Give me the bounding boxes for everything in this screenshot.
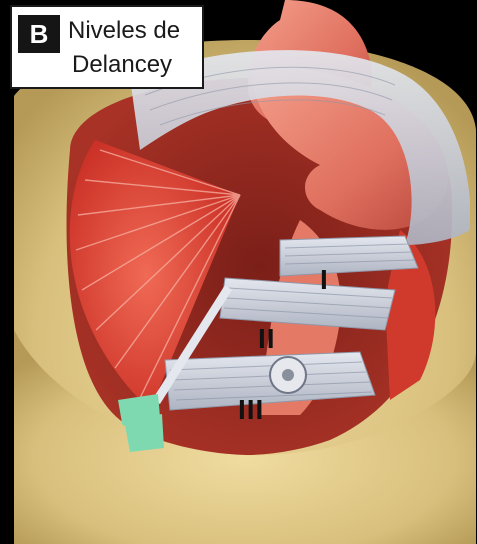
level-two-label: II [258,325,276,353]
figure-label: B Niveles de Delancey [10,5,204,89]
title-line-2: Delancey [72,53,172,77]
panel-badge: B [18,15,60,53]
title-line-1: Niveles de [68,19,180,43]
level-one-label: I [320,266,329,294]
urethra [270,357,306,393]
pubic-symphysis-lower [124,414,164,452]
level-three-label: III [238,396,264,424]
